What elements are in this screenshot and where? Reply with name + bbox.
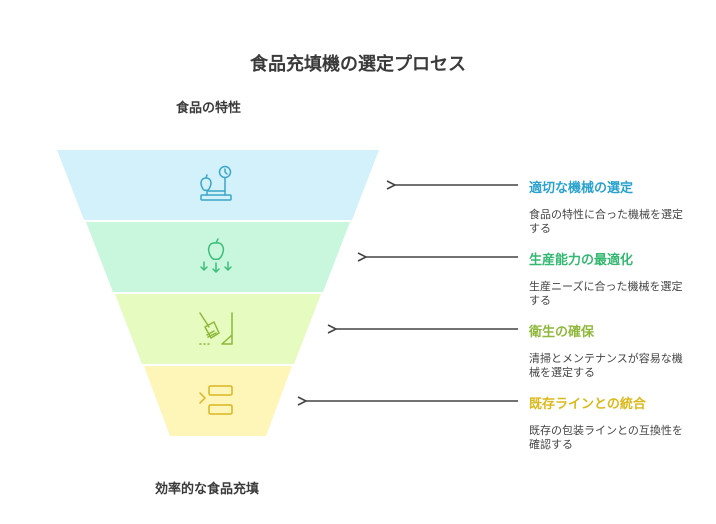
apple-arrows-icon: [200, 238, 232, 273]
stage-3-description: 清掃とメンテナンスが容易な機械を選定する: [529, 352, 683, 379]
stage-4-title: 既存ラインとの統合: [529, 397, 646, 412]
broom-icon: [199, 312, 233, 345]
integration-icon: [199, 385, 233, 415]
scale-apple-icon: [200, 165, 232, 201]
funnel-layer-1: [57, 150, 379, 220]
stage-3-title: 衛生の確保: [529, 325, 595, 340]
diagram-title: 食品充填機の選定プロセス: [250, 54, 466, 75]
stage-1-description: 食品の特性に合った機械を選定する: [529, 208, 683, 235]
funnel-layer-2: [86, 222, 350, 292]
stage-2-title: 生産能力の最適化: [529, 253, 634, 268]
funnel-layer-4: [144, 366, 292, 436]
funnel-top-label: 食品の特性: [176, 101, 242, 116]
funnel-bottom-label: 効率的な食品充填: [155, 482, 260, 497]
stage-4-description: 既存の包装ラインとの互換性を確認する: [529, 424, 683, 451]
stage-2-description: 生産ニーズに合った機械を選定する: [529, 280, 683, 307]
stage-1-title: 適切な機械の選定: [529, 181, 634, 196]
